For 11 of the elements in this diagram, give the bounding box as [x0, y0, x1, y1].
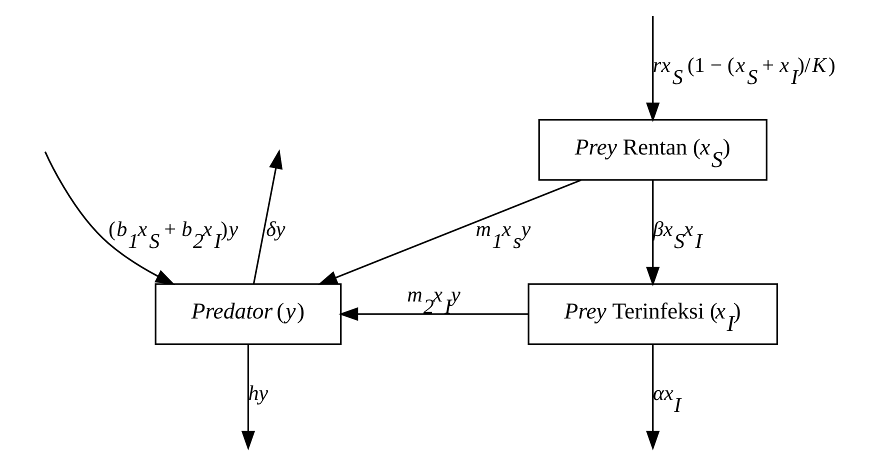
edge-label: hy: [248, 381, 268, 406]
arrow: [252, 149, 282, 284]
arrow: [240, 344, 255, 450]
arrow: [646, 344, 660, 450]
arrow: [338, 307, 528, 321]
arrow: [44, 151, 175, 285]
arrow: [646, 180, 660, 286]
edge-label: δy: [266, 216, 285, 241]
node-box: Predator (y): [154, 283, 342, 345]
arrow: [317, 179, 581, 285]
arrow: [646, 16, 660, 122]
